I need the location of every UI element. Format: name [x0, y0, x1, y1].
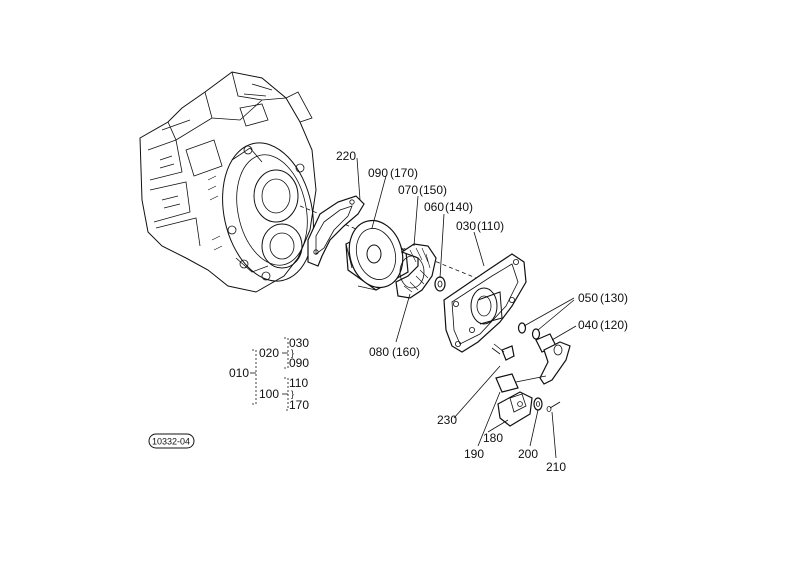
- callout-220: 220: [336, 149, 356, 163]
- key-group-b: 100: [259, 387, 279, 401]
- callout-labels: 220 090 (170) 070 (150) 060 (140) 030 (1…: [336, 149, 628, 474]
- callout-230: 230: [437, 413, 457, 427]
- part-190-pin: [495, 373, 547, 393]
- part-220-gasket: [307, 195, 365, 267]
- callout-190: 190: [464, 447, 484, 461]
- callout-030-alt: (110): [477, 219, 504, 233]
- callout-060-alt: (140): [445, 200, 473, 214]
- diagram-id-badge: 10332-04: [148, 433, 195, 449]
- part-210-cotter-pin: [546, 401, 561, 412]
- key-group-a-tilde: }: [291, 348, 294, 358]
- transmission-housing: [139, 71, 317, 293]
- callout-070: 070: [398, 183, 418, 197]
- callout-200: 200: [518, 447, 538, 461]
- callout-030: 030: [456, 219, 476, 233]
- part-060-washer: [434, 276, 446, 292]
- callout-080: 080: [369, 345, 389, 359]
- key-root: 010: [229, 366, 249, 380]
- part-050-o-rings: [517, 322, 541, 340]
- key-group-b-tilde: }: [291, 389, 294, 399]
- callout-210: 210: [546, 460, 566, 474]
- callout-090-alt: (170): [390, 166, 418, 180]
- part-030-cover-plate: [443, 253, 527, 353]
- key-group-a: 020: [259, 346, 279, 360]
- key-group-a-from: 030: [289, 336, 309, 350]
- callout-090: 090: [368, 166, 388, 180]
- callout-060: 060: [424, 200, 444, 214]
- leader-lines: [356, 157, 577, 459]
- diagram-id: 10332-04: [152, 437, 190, 447]
- key-group-b-from: 110: [289, 376, 308, 390]
- part-180-clevis: [497, 391, 533, 427]
- callout-180: 180: [483, 431, 503, 445]
- part-040-lever: [535, 333, 571, 385]
- key-group-b-to: 170: [289, 398, 309, 412]
- callout-050-alt: (130): [600, 291, 628, 305]
- callout-040-alt: (120): [600, 318, 628, 332]
- part-200-washer: [533, 397, 543, 411]
- callout-080-alt: (160): [392, 345, 420, 359]
- callout-040: 040: [578, 318, 598, 332]
- part-070-080-brake-shoes: [395, 243, 437, 299]
- part-230-bolt: [491, 343, 515, 361]
- callout-050: 050: [578, 291, 598, 305]
- part-090-drum: [345, 219, 409, 291]
- callout-070-alt: (150): [419, 183, 447, 197]
- assembly-key: 010 020 100 030 } 090 110 } 170: [229, 336, 309, 412]
- key-group-a-to: 090: [289, 356, 309, 370]
